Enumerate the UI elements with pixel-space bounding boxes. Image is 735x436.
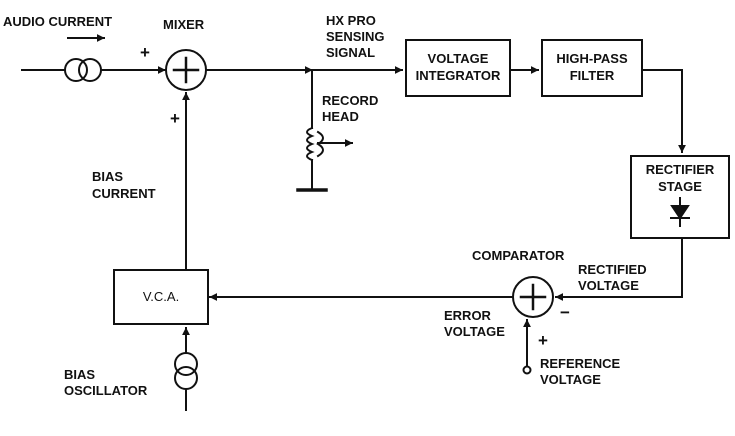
- mixer-summing-junction: [165, 49, 207, 91]
- rectified-voltage-label-line1: RECTIFIED: [578, 262, 647, 277]
- reference-terminal: [522, 365, 532, 375]
- hx-pro-label-line3: SIGNAL: [326, 45, 375, 60]
- current-source-icon: [174, 352, 198, 390]
- high-pass-filter-block: [541, 39, 643, 97]
- reference-voltage-label-line1: REFERENCE: [540, 356, 621, 371]
- bias-oscillator-label-line1: BIAS: [64, 367, 95, 382]
- high-pass-filter-label-line1: HIGH-PASS: [556, 51, 628, 66]
- mixer-bias-plus-sign: +: [170, 109, 180, 128]
- bias-current-label-line2: CURRENT: [92, 186, 156, 201]
- voltage-integrator-label-line2: INTEGRATOR: [416, 68, 501, 83]
- comparator-minus-sign: −: [560, 303, 570, 322]
- error-voltage-label-line2: VOLTAGE: [444, 324, 505, 339]
- vca-label: V.C.A.: [143, 289, 179, 304]
- bias-oscillator-source: [174, 327, 198, 411]
- voltage-integrator-label-line1: VOLTAGE: [428, 51, 489, 66]
- hx-pro-label-line2: SENSING: [326, 29, 385, 44]
- comparator-summing-junction: [512, 276, 554, 318]
- voltage-integrator-block: [405, 39, 511, 97]
- rectifier-stage-block: [630, 155, 730, 239]
- audio-current-source: [21, 34, 166, 82]
- record-head: [296, 69, 353, 192]
- record-head-coil-icon: [306, 126, 353, 162]
- rectifier-stage-label-line2: STAGE: [658, 179, 702, 194]
- comparator-plus-sign: +: [538, 331, 548, 350]
- comparator-label: COMPARATOR: [472, 248, 565, 263]
- bias-current-label-line1: BIAS: [92, 169, 123, 184]
- reference-voltage-label-line2: VOLTAGE: [540, 372, 601, 387]
- mixer-label: MIXER: [163, 17, 205, 32]
- rectified-voltage-label-line2: VOLTAGE: [578, 278, 639, 293]
- bias-oscillator-label-line2: OSCILLATOR: [64, 383, 148, 398]
- high-pass-filter-label-line2: FILTER: [570, 68, 615, 83]
- record-head-label-line1: RECORD: [322, 93, 378, 108]
- diode-icon: [670, 197, 690, 227]
- error-voltage-label-line1: ERROR: [444, 308, 492, 323]
- vca-block: [113, 269, 209, 325]
- record-head-label-line2: HEAD: [322, 109, 359, 124]
- current-source-icon: [64, 58, 102, 82]
- audio-current-label: AUDIO CURRENT: [3, 14, 112, 29]
- rectifier-stage-label-line1: RECTIFIER: [646, 162, 715, 177]
- mixer-audio-plus-sign: +: [140, 43, 150, 62]
- hx-pro-label-line1: HX PRO: [326, 13, 376, 28]
